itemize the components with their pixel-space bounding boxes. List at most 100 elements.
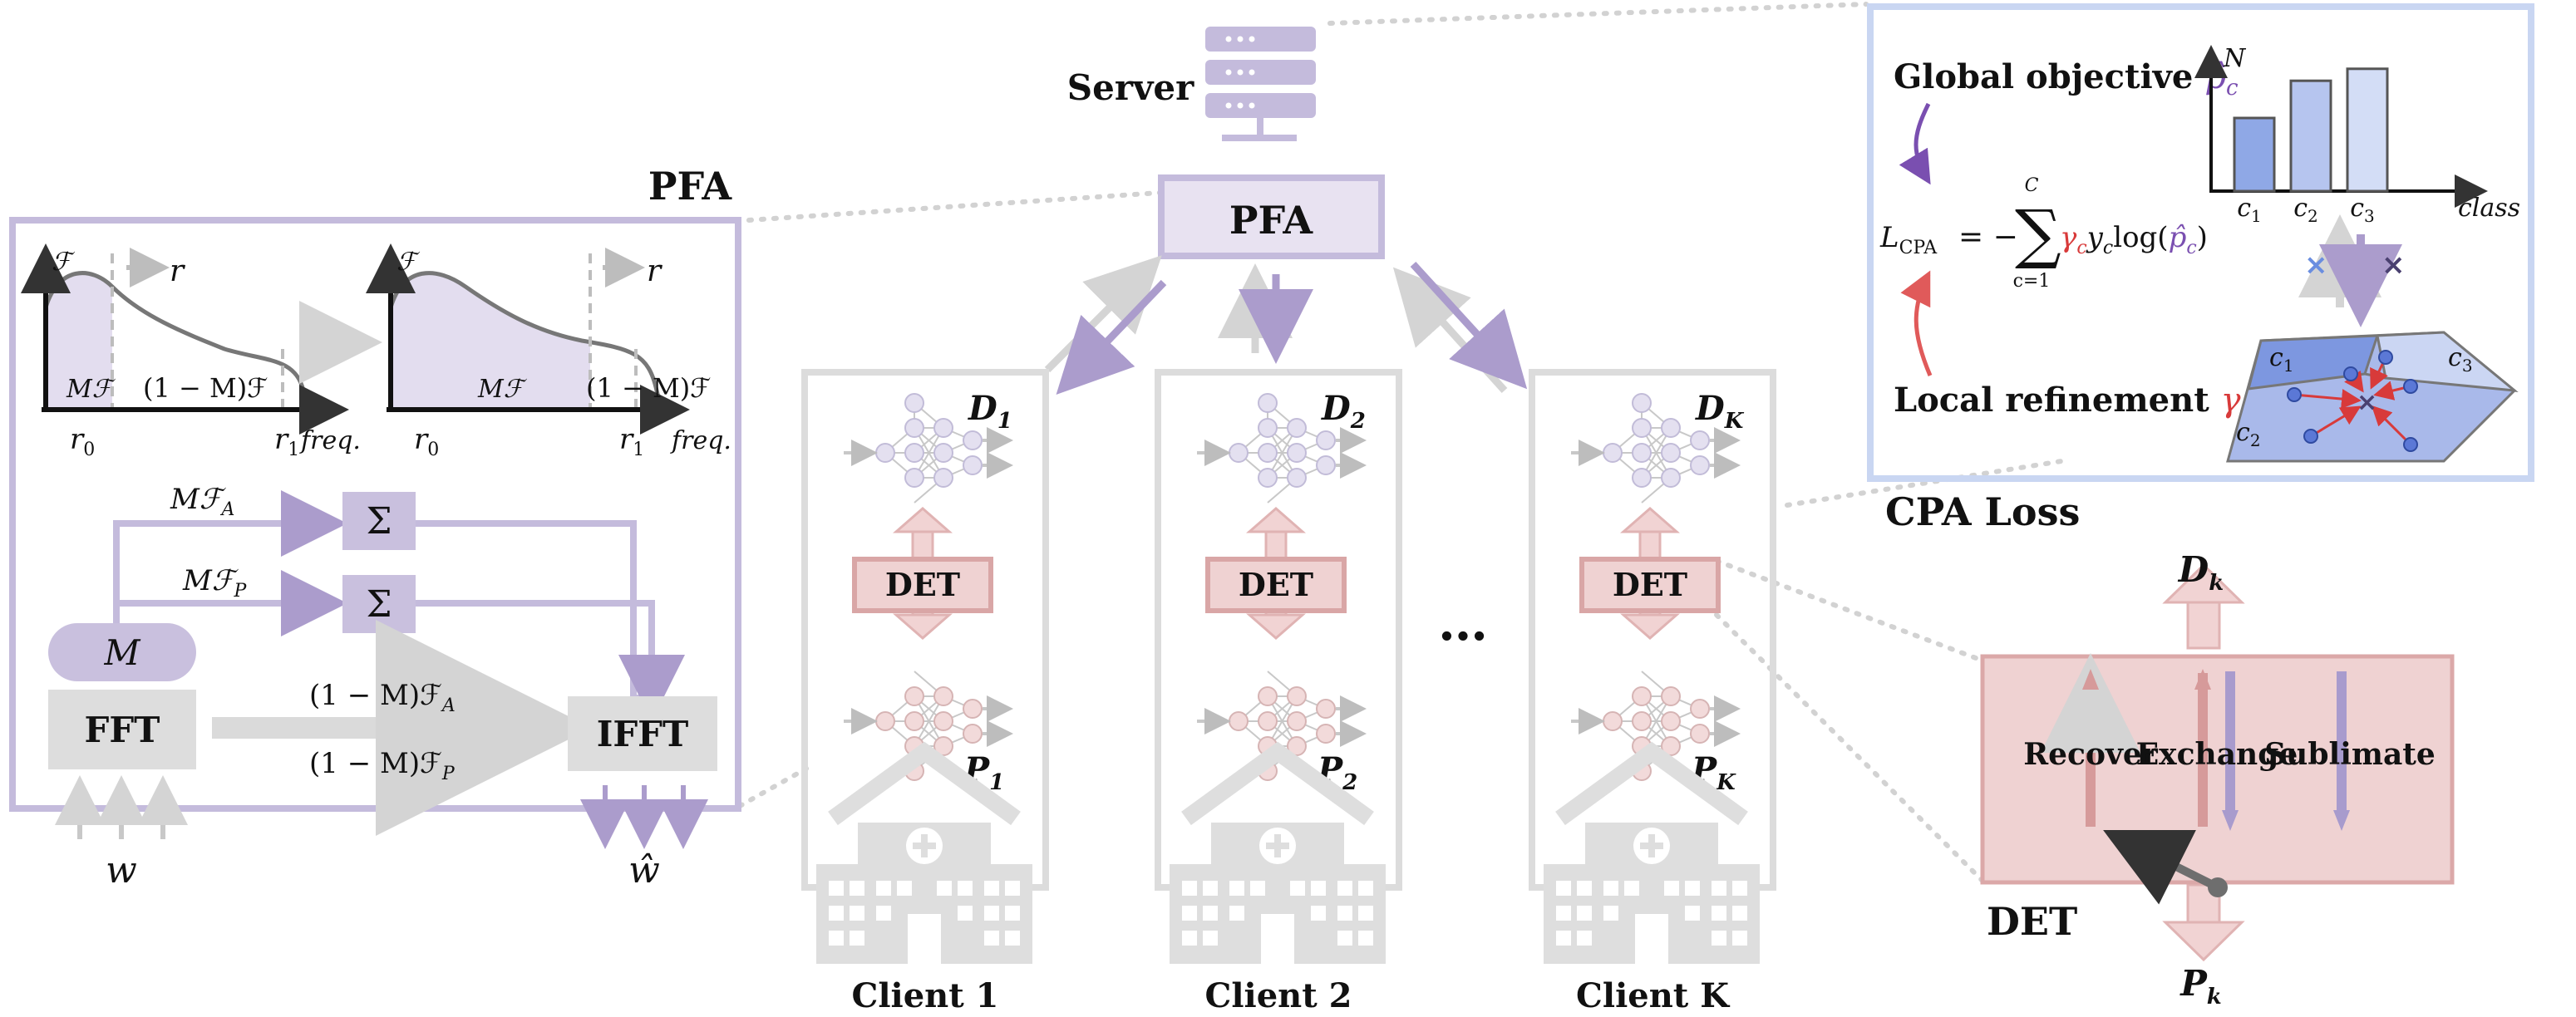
det-sublimate-label: Sublimate (2264, 737, 2436, 772)
spectrum-right: ℱ r Mℱ (1 − M)ℱ r0 r1 freq. (366, 243, 731, 460)
client-d-io-arrows (1571, 427, 1741, 479)
spectrum-left-r1: r1 (274, 423, 299, 460)
bar-c1 (2233, 116, 2276, 193)
pfa-panel-title: PFA (648, 164, 733, 209)
cpa-loss-title: CPA Loss (1885, 489, 2080, 534)
client-d-io-arrows (844, 427, 1013, 479)
det-recover-label: Recover (2023, 737, 2159, 772)
ifft-label: IFFT (597, 714, 689, 754)
ifft-box: IFFT (568, 696, 717, 771)
bar-chart-xlabel: class (2458, 194, 2520, 223)
det-bottom-arrow (2162, 883, 2245, 962)
swap-arrows: × × (2298, 214, 2406, 327)
local-refinement-label: Local refinementγc (1894, 381, 2253, 424)
client-det-label: DET (885, 566, 960, 603)
sum-upper: C (2025, 175, 2039, 196)
client-d-io-arrows (1197, 427, 1367, 479)
cpa-panel (1867, 3, 2534, 482)
det-bottom-label: Pk (2180, 963, 2222, 1010)
client-column: D1 DET P1 Client 1 (801, 369, 1049, 1015)
sigma-p-label: Σ (366, 583, 392, 626)
det-top-arrow (2162, 563, 2245, 650)
spectrum-right-r1: r1 (619, 423, 644, 460)
spectrum-left-ylabel: ℱ (52, 248, 76, 277)
bar-c2 (2289, 79, 2332, 193)
sum-sign: ∑ (2015, 197, 2061, 272)
server-pfa-label: PFA (1229, 198, 1314, 243)
client-p-io-arrows (1197, 695, 1367, 747)
client-d-label: DK (1695, 389, 1745, 434)
server-pfa-box: PFA (1158, 174, 1385, 259)
region-center-cross-icon: × (2357, 388, 2377, 417)
input-w-label: w (106, 849, 137, 892)
fft-label: FFT (85, 710, 160, 750)
fft-box: FFT (48, 690, 196, 769)
high-a-label: (1 − M)ℱA (309, 679, 456, 716)
spectrum-right-xlabel: freq. (670, 426, 731, 455)
client-column: DK DET PK Client K (1529, 369, 1776, 1015)
client-name: Client 2 (1205, 976, 1352, 1015)
det-detail-title: DET (1987, 899, 2077, 944)
region-c3: c3 (2448, 343, 2473, 376)
output-w-label: ŵ (628, 849, 660, 892)
client-d-label: D2 (1321, 389, 1366, 434)
fft-input-arrows (55, 775, 188, 839)
loss-lhs: LCPA (1879, 221, 1938, 258)
client-name: Client K (1576, 976, 1730, 1015)
pfa-panel (9, 217, 741, 812)
sigma-box-a: Σ (342, 492, 416, 550)
spectrum-left: ℱ r Mℱ (1 − M)ℱ r0 r1 freq. (20, 243, 361, 460)
server-client-arrows (1044, 255, 1528, 395)
client-ellipsis: … (1438, 594, 1488, 652)
det-top-label: Dk (2178, 549, 2224, 596)
global-to-loss-arrow (1899, 102, 1931, 185)
client-det-label: DET (1613, 566, 1687, 603)
bar-chart-ylabel: N (2223, 44, 2247, 73)
spectrum-left-low: Mℱ (66, 375, 116, 404)
client-d-network (1229, 393, 1336, 504)
spectrum-right-ylabel: ℱ (396, 248, 421, 277)
spectrum-left-r0: r0 (70, 423, 95, 460)
client-name: Client 1 (852, 976, 999, 1015)
spectrum-right-low: Mℱ (477, 375, 528, 404)
client-p-io-arrows (844, 695, 1013, 747)
mf-p-label: MℱP (182, 564, 248, 602)
server-icon (1205, 27, 1316, 141)
client-det-box (1205, 557, 1347, 613)
client-p-io-arrows (1571, 695, 1741, 747)
spectrum-right-r0: r0 (414, 423, 439, 460)
bar-tick-c2: c2 (2293, 194, 2318, 226)
spectrum-right-r: r (647, 254, 662, 288)
bar-c3 (2346, 67, 2389, 193)
spectrum-right-high: (1 − M)ℱ (586, 372, 711, 404)
ifft-output-arrows (580, 785, 708, 849)
client-d-network (1603, 393, 1710, 504)
cross-dark-icon: × (2381, 248, 2406, 282)
high-p-label: (1 − M)ℱP (309, 747, 456, 784)
loss-eq: = − (1958, 220, 2018, 254)
region-c1: c1 (2269, 343, 2294, 376)
client-d-label: D1 (968, 389, 1012, 434)
client-det-label: DET (1239, 566, 1313, 603)
client-det-box (852, 557, 993, 613)
local-to-loss-arrow (1900, 270, 1933, 376)
clients: D1 DET P1 Client 1 (801, 369, 1776, 1015)
spectrum-left-xlabel: freq. (299, 426, 361, 455)
mask-label: M (103, 632, 140, 673)
feature-space-regions: c1 c2 c3 × (2226, 331, 2519, 463)
spectrum-left-high: (1 − M)ℱ (143, 372, 268, 404)
det-detail: Dk Pk Recover Exchange Sublimate (1980, 549, 2455, 1010)
loss-body: γcyclog(p̂c) (2060, 221, 2208, 258)
cross-blue-icon: × (2304, 248, 2328, 282)
sigma-box-p: Σ (342, 575, 416, 633)
region-c2: c2 (2236, 418, 2261, 450)
mask-pill: M (48, 623, 196, 681)
client-d-network (875, 393, 983, 504)
bar-tick-c3: c3 (2350, 194, 2375, 226)
client-column: D2 DET P2 Client 2 (1155, 369, 1402, 1015)
sum-lower: c=1 (2013, 271, 2051, 292)
client-det-box (1579, 557, 1721, 613)
